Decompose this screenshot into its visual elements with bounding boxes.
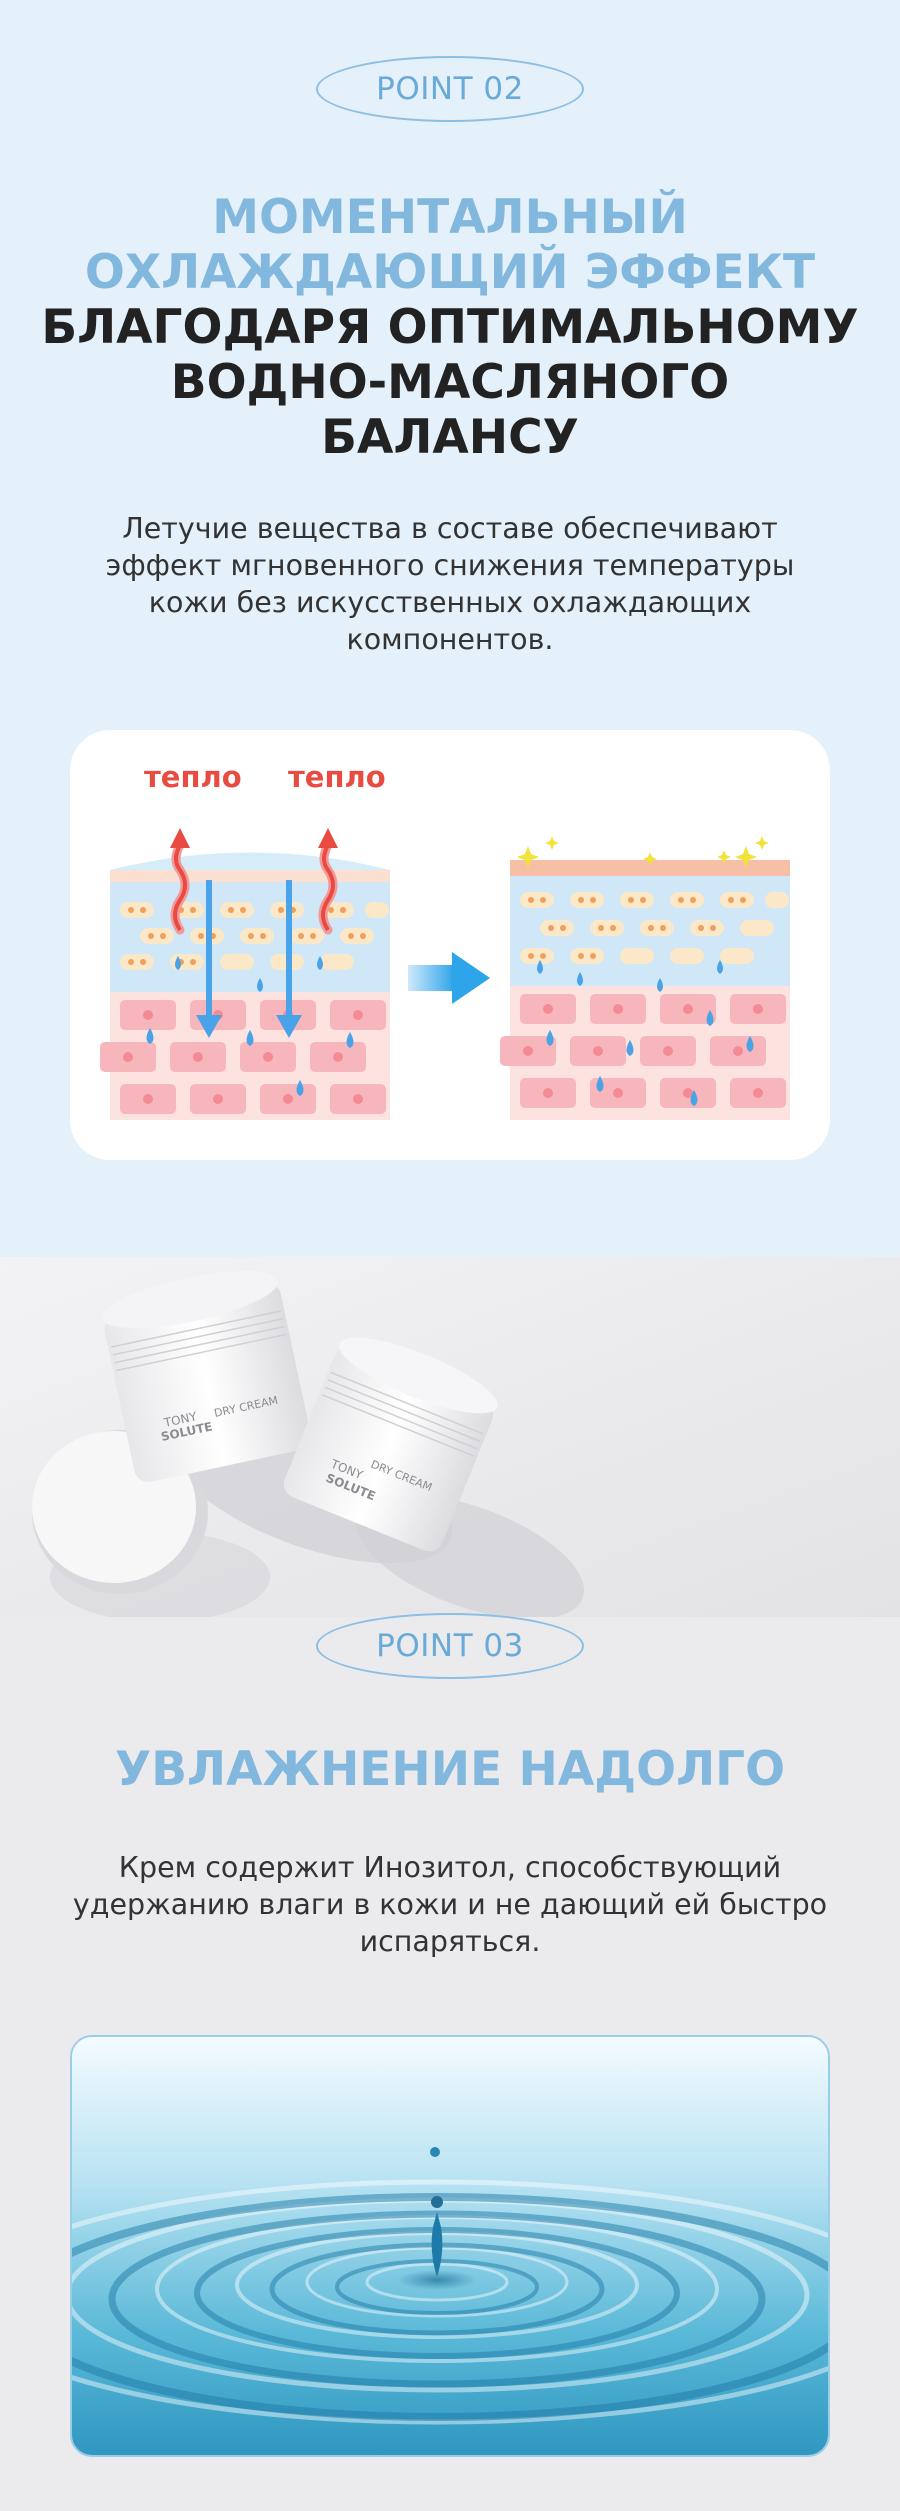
skin-cooling-diagram: тепло тепло	[70, 730, 830, 1160]
desc-line: кожи без искусственных охлаждающих	[148, 586, 752, 619]
point-03-badge: POINT 03	[316, 1613, 584, 1679]
point-03-description: Крем содержит Инозитол, способствующий у…	[0, 1849, 900, 1960]
desc-line: компонентов.	[346, 623, 554, 656]
heat-label: тепло	[144, 760, 242, 794]
title-line: БЛАГОДАРЯ ОПТИМАЛЬНОМУ	[41, 300, 859, 355]
point-02-description: Летучие вещества в составе обеспечивают …	[0, 510, 900, 658]
title-line: БАЛАНСУ	[321, 410, 579, 465]
desc-line: удержанию влаги в кожи и не дающий ей бы…	[72, 1888, 828, 1921]
desc-line: Крем содержит Инозитол, способствующий	[118, 1851, 782, 1884]
product-photo: TONY SOLUTE DRY CREAM TONY SOLUTE DRY CR…	[0, 1257, 900, 1617]
title-line: ОХЛАЖДАЮЩИЙ ЭФФЕКТ	[84, 245, 816, 300]
point-03-section: TONY SOLUTE DRY CREAM TONY SOLUTE DRY CR…	[0, 1257, 900, 2511]
water-drop-illustration	[72, 2037, 828, 2455]
point-02-section: POINT 02 МОМЕНТАЛЬНЫЙ ОХЛАЖДАЮЩИЙ ЭФФЕКТ…	[0, 56, 900, 1160]
skin-before	[100, 828, 390, 1120]
title-line: МОМЕНТАЛЬНЫЙ	[212, 190, 688, 245]
cream-jars-image: TONY SOLUTE DRY CREAM TONY SOLUTE DRY CR…	[32, 1271, 585, 1617]
title-line: ВОДНО-МАСЛЯНОГО	[170, 355, 730, 410]
point-02-badge: POINT 02	[316, 56, 584, 122]
desc-line: эффект мгновенного снижения температуры	[105, 549, 795, 582]
desc-line: Летучие вещества в составе обеспечивают	[122, 512, 778, 545]
point-02-title: МОМЕНТАЛЬНЫЙ ОХЛАЖДАЮЩИЙ ЭФФЕКТ БЛАГОДАР…	[0, 190, 900, 465]
skin-layers-illustration	[100, 828, 790, 1120]
desc-line: испаряться.	[359, 1925, 541, 1958]
transition-arrow	[408, 952, 490, 1004]
heat-label: тепло	[288, 760, 386, 794]
water-ripple-image	[70, 2035, 830, 2457]
skin-after	[500, 836, 790, 1120]
point-03-title: УВЛАЖНЕНИЕ НАДОЛГО	[114, 1742, 786, 1797]
